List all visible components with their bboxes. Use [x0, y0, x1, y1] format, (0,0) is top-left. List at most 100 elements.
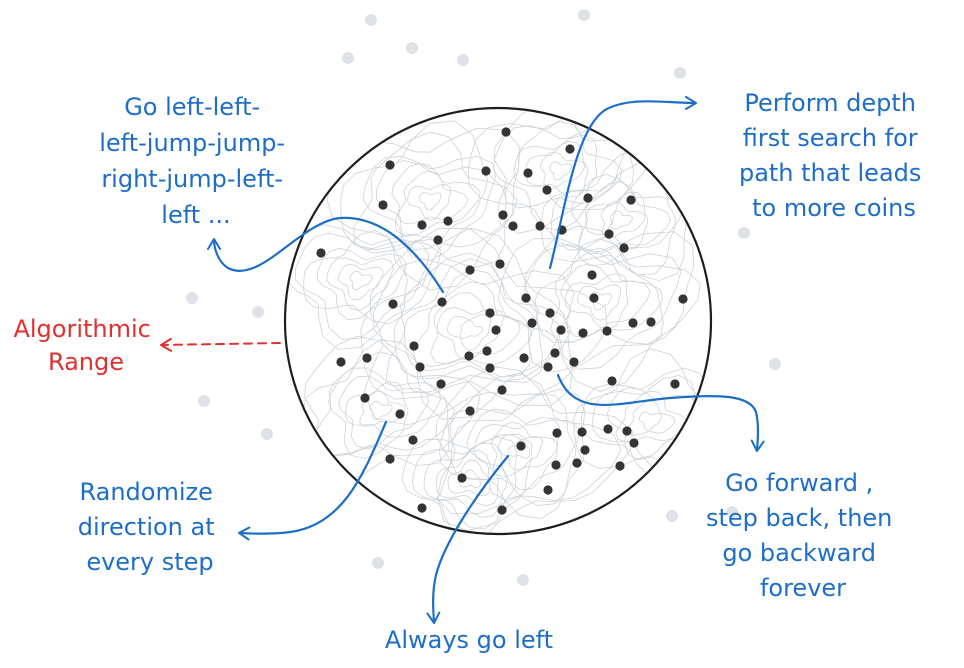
arrow-bottom-right: [556, 373, 765, 452]
coins-group: [316, 127, 688, 515]
contour-line: [549, 252, 664, 343]
contour-line: [412, 436, 518, 530]
coin: [497, 505, 507, 515]
coin: [482, 346, 492, 356]
contour-line: [497, 434, 544, 471]
contour-line: [446, 314, 491, 351]
contour-line: [314, 351, 456, 457]
coin: [565, 144, 575, 154]
contour-line: [316, 247, 407, 321]
contour-line: [326, 257, 394, 311]
coin: [619, 243, 629, 253]
coin: [395, 409, 405, 419]
coin: [551, 460, 561, 470]
coin: [495, 259, 505, 269]
coin: [527, 318, 537, 328]
coin: [436, 379, 446, 389]
contour-line: [493, 125, 627, 231]
background-dot: [517, 574, 529, 586]
arrow-bottom-left: [238, 420, 388, 541]
coin: [628, 318, 638, 328]
contour-line: [570, 174, 684, 267]
coin: [542, 185, 552, 195]
coin: [587, 270, 597, 280]
background-dot: [252, 306, 264, 318]
contour-line: [524, 225, 701, 373]
contour-line: [548, 161, 573, 181]
contour-line: [360, 227, 573, 406]
coin: [408, 435, 418, 445]
label-top-right: Perform depth first search for path that…: [739, 89, 929, 222]
contour-line: [362, 155, 497, 262]
coin: [602, 326, 612, 336]
background-dot: [726, 506, 738, 518]
coin: [607, 376, 617, 386]
coin: [622, 426, 632, 436]
contour-line: [600, 201, 646, 239]
coin: [360, 393, 370, 403]
background-dot: [406, 42, 418, 54]
contour-line: [338, 263, 384, 301]
coin: [362, 353, 372, 363]
coin: [589, 293, 599, 303]
coin: [498, 210, 508, 220]
background-dot: [261, 428, 273, 440]
contour-line: [573, 348, 711, 474]
contour-line: [578, 181, 671, 253]
contour-line: [588, 291, 613, 311]
contour-line: [576, 284, 622, 321]
contour-line: [628, 400, 676, 436]
contour-line: [466, 408, 580, 501]
contour-line: [459, 320, 484, 339]
contour-line: [340, 120, 507, 269]
label-algorithmic-range: Algorithmic Range: [13, 315, 158, 376]
contour-line: [418, 192, 442, 211]
contour-line: [609, 210, 634, 230]
coin: [415, 362, 425, 372]
background-dot: [457, 54, 469, 66]
contour-line: [615, 390, 687, 443]
label-bottom-left: Randomize direction at every step: [78, 478, 223, 576]
contour-line: [353, 131, 518, 254]
coin: [385, 160, 395, 170]
contour-line: [294, 232, 430, 340]
coin: [556, 325, 566, 335]
coin: [646, 317, 656, 327]
contour-line: [406, 184, 451, 221]
coin: [497, 385, 507, 395]
label-bottom-center: Always go left: [385, 626, 553, 654]
coin: [481, 166, 491, 176]
contour-line: [473, 416, 560, 491]
arrow-top-left: [207, 216, 445, 294]
background-dot: [578, 9, 590, 21]
coin: [465, 406, 475, 416]
coin: [519, 353, 529, 363]
contour-line: [375, 160, 489, 251]
coin: [433, 235, 443, 245]
contour-line: [328, 367, 441, 459]
contour-line: [565, 272, 629, 330]
arrow-bottom-center: [426, 454, 510, 624]
contour-line: [385, 252, 572, 394]
coin: [580, 445, 590, 455]
coin: [543, 485, 553, 495]
arrow-range: [160, 337, 281, 352]
contour-line: [349, 270, 373, 290]
coin: [543, 362, 553, 372]
coin: [378, 200, 388, 210]
contour-line: [359, 390, 406, 427]
coin: [508, 221, 518, 231]
coin: [678, 294, 688, 304]
coin: [578, 328, 588, 338]
contour-line: [491, 421, 559, 478]
coin: [572, 458, 582, 468]
contour-line: [423, 442, 508, 518]
coin: [385, 454, 395, 464]
background-dots: [186, 9, 781, 586]
contour-line: [497, 231, 695, 392]
coin: [491, 325, 501, 335]
contour-line: [303, 335, 481, 483]
coin: [629, 438, 639, 448]
coin: [485, 363, 495, 373]
